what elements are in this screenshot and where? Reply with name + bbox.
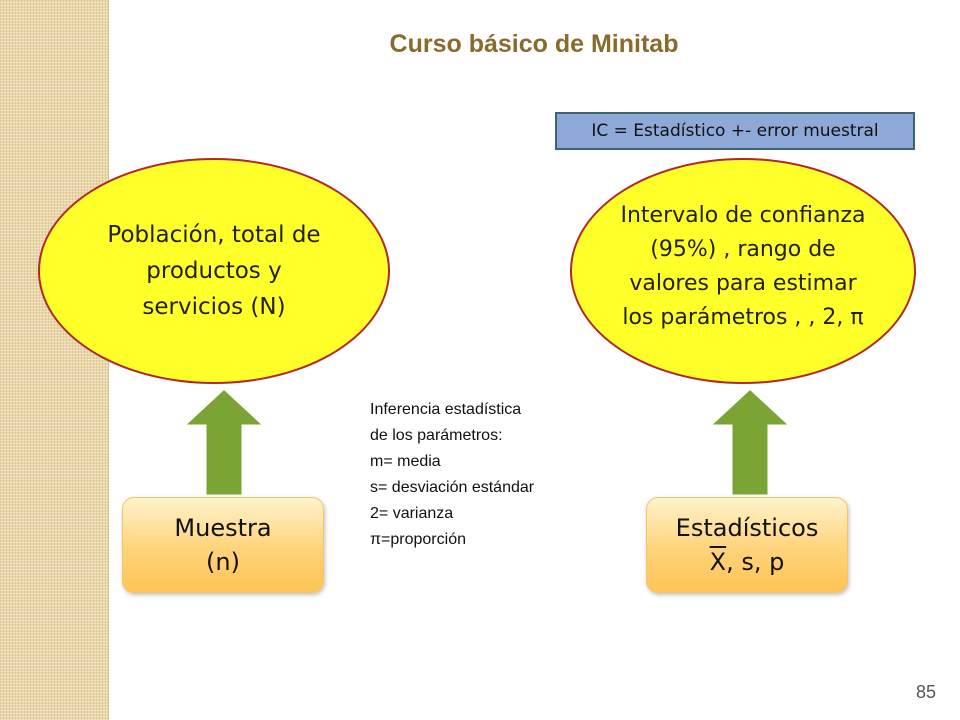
slide-title: Curso básico de Minitab bbox=[389, 30, 679, 58]
statistics-label: Estadísticos bbox=[675, 514, 819, 542]
inference-line: m= media bbox=[370, 453, 441, 470]
page-number: 85 bbox=[915, 682, 936, 702]
decorative-side-band bbox=[0, 0, 109, 720]
sample-label: Muestra bbox=[174, 514, 272, 542]
inference-text-block: Inferencia estadística de los parámetros… bbox=[370, 397, 534, 553]
up-arrow-right-icon bbox=[707, 386, 793, 498]
up-arrow-left-icon bbox=[181, 386, 267, 498]
confidence-interval-formula-box: IC = Estadístico +- error muestral bbox=[555, 112, 915, 150]
inference-line: 2= varianza bbox=[370, 505, 454, 522]
population-text: Población, total de productos y servicio… bbox=[107, 222, 321, 320]
confidence-interval-ellipse: Intervalo de confianza (95%) , rango de … bbox=[570, 158, 916, 384]
inference-line: π=proporción bbox=[370, 531, 466, 548]
statistics-box: Estadísticos X, s, p bbox=[646, 497, 848, 593]
sample-box: Muestra (n) bbox=[122, 497, 324, 593]
inference-line: de los parámetros: bbox=[370, 427, 503, 444]
inference-line: s= desviación estándar bbox=[370, 479, 535, 496]
statistics-rest: , s, p bbox=[726, 548, 785, 576]
population-ellipse: Población, total de productos y servicio… bbox=[38, 158, 390, 384]
inference-line: Inferencia estadística bbox=[370, 401, 522, 418]
confidence-interval-text: Intervalo de confianza (95%) , rango de … bbox=[620, 203, 866, 330]
statistics-symbols: X, s, p bbox=[710, 545, 785, 579]
sample-size-label: (n) bbox=[206, 548, 240, 576]
x-bar-symbol: X bbox=[709, 548, 727, 576]
